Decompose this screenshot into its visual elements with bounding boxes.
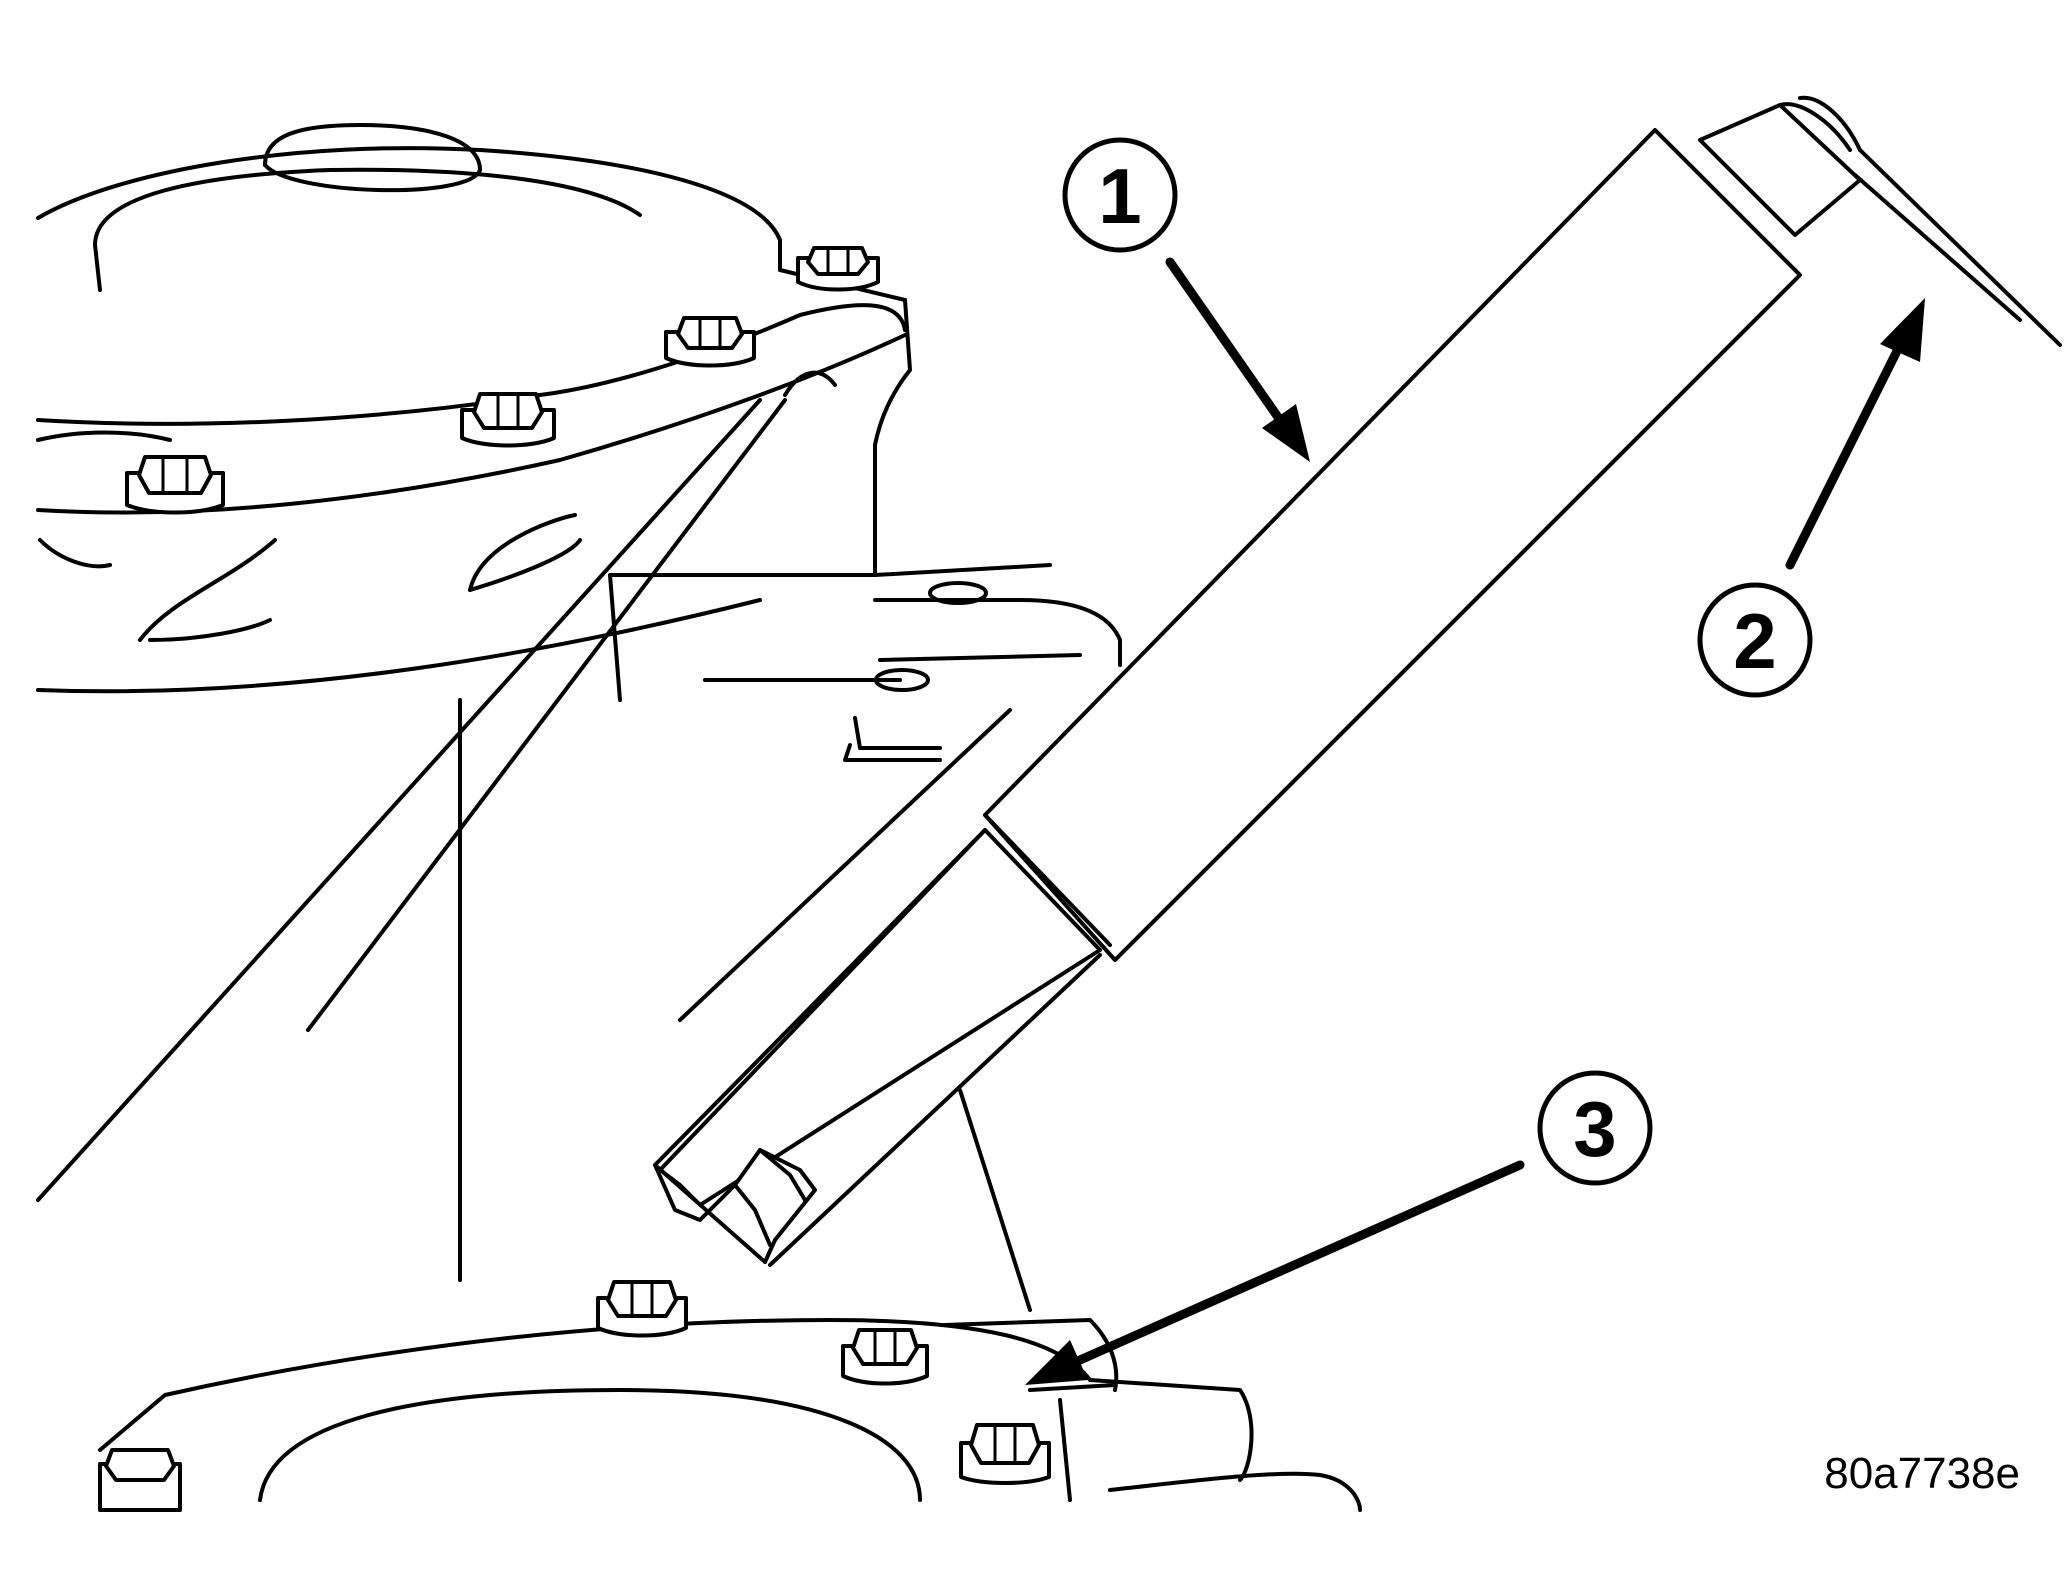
bolt-icon xyxy=(125,455,225,515)
bolt-icon xyxy=(664,316,756,368)
arrowhead-icon xyxy=(1880,298,1925,362)
callout-3-label: 3 xyxy=(1573,1085,1616,1173)
upper-flange-bolts xyxy=(125,246,880,515)
callout-3: 3 xyxy=(1025,1070,1653,1385)
callout-3-leader xyxy=(1075,1160,1525,1365)
figure-id: 80a7738e xyxy=(1824,1449,2020,1498)
special-tool xyxy=(653,95,2062,1312)
bolt-icon xyxy=(98,1448,182,1512)
lower-housing xyxy=(98,1318,1362,1512)
bolt-icon xyxy=(596,1280,688,1338)
upper-housing xyxy=(36,123,1122,1282)
callout-1-leader xyxy=(1165,257,1285,425)
callout-2-label: 2 xyxy=(1733,597,1776,685)
arrowhead-icon xyxy=(1262,404,1310,462)
bolt-icon xyxy=(796,246,880,292)
lower-flange-bolts xyxy=(98,1280,1051,1512)
callout-1-label: 1 xyxy=(1098,152,1141,240)
bolt-icon xyxy=(460,392,556,448)
bolt-icon xyxy=(959,1423,1051,1485)
callout-2-leader xyxy=(1785,340,1905,570)
arrowhead-icon xyxy=(1025,1340,1088,1385)
callout-2: 2 xyxy=(1697,298,1925,698)
bolt-icon xyxy=(841,1328,929,1386)
callout-1: 1 xyxy=(1062,137,1310,462)
